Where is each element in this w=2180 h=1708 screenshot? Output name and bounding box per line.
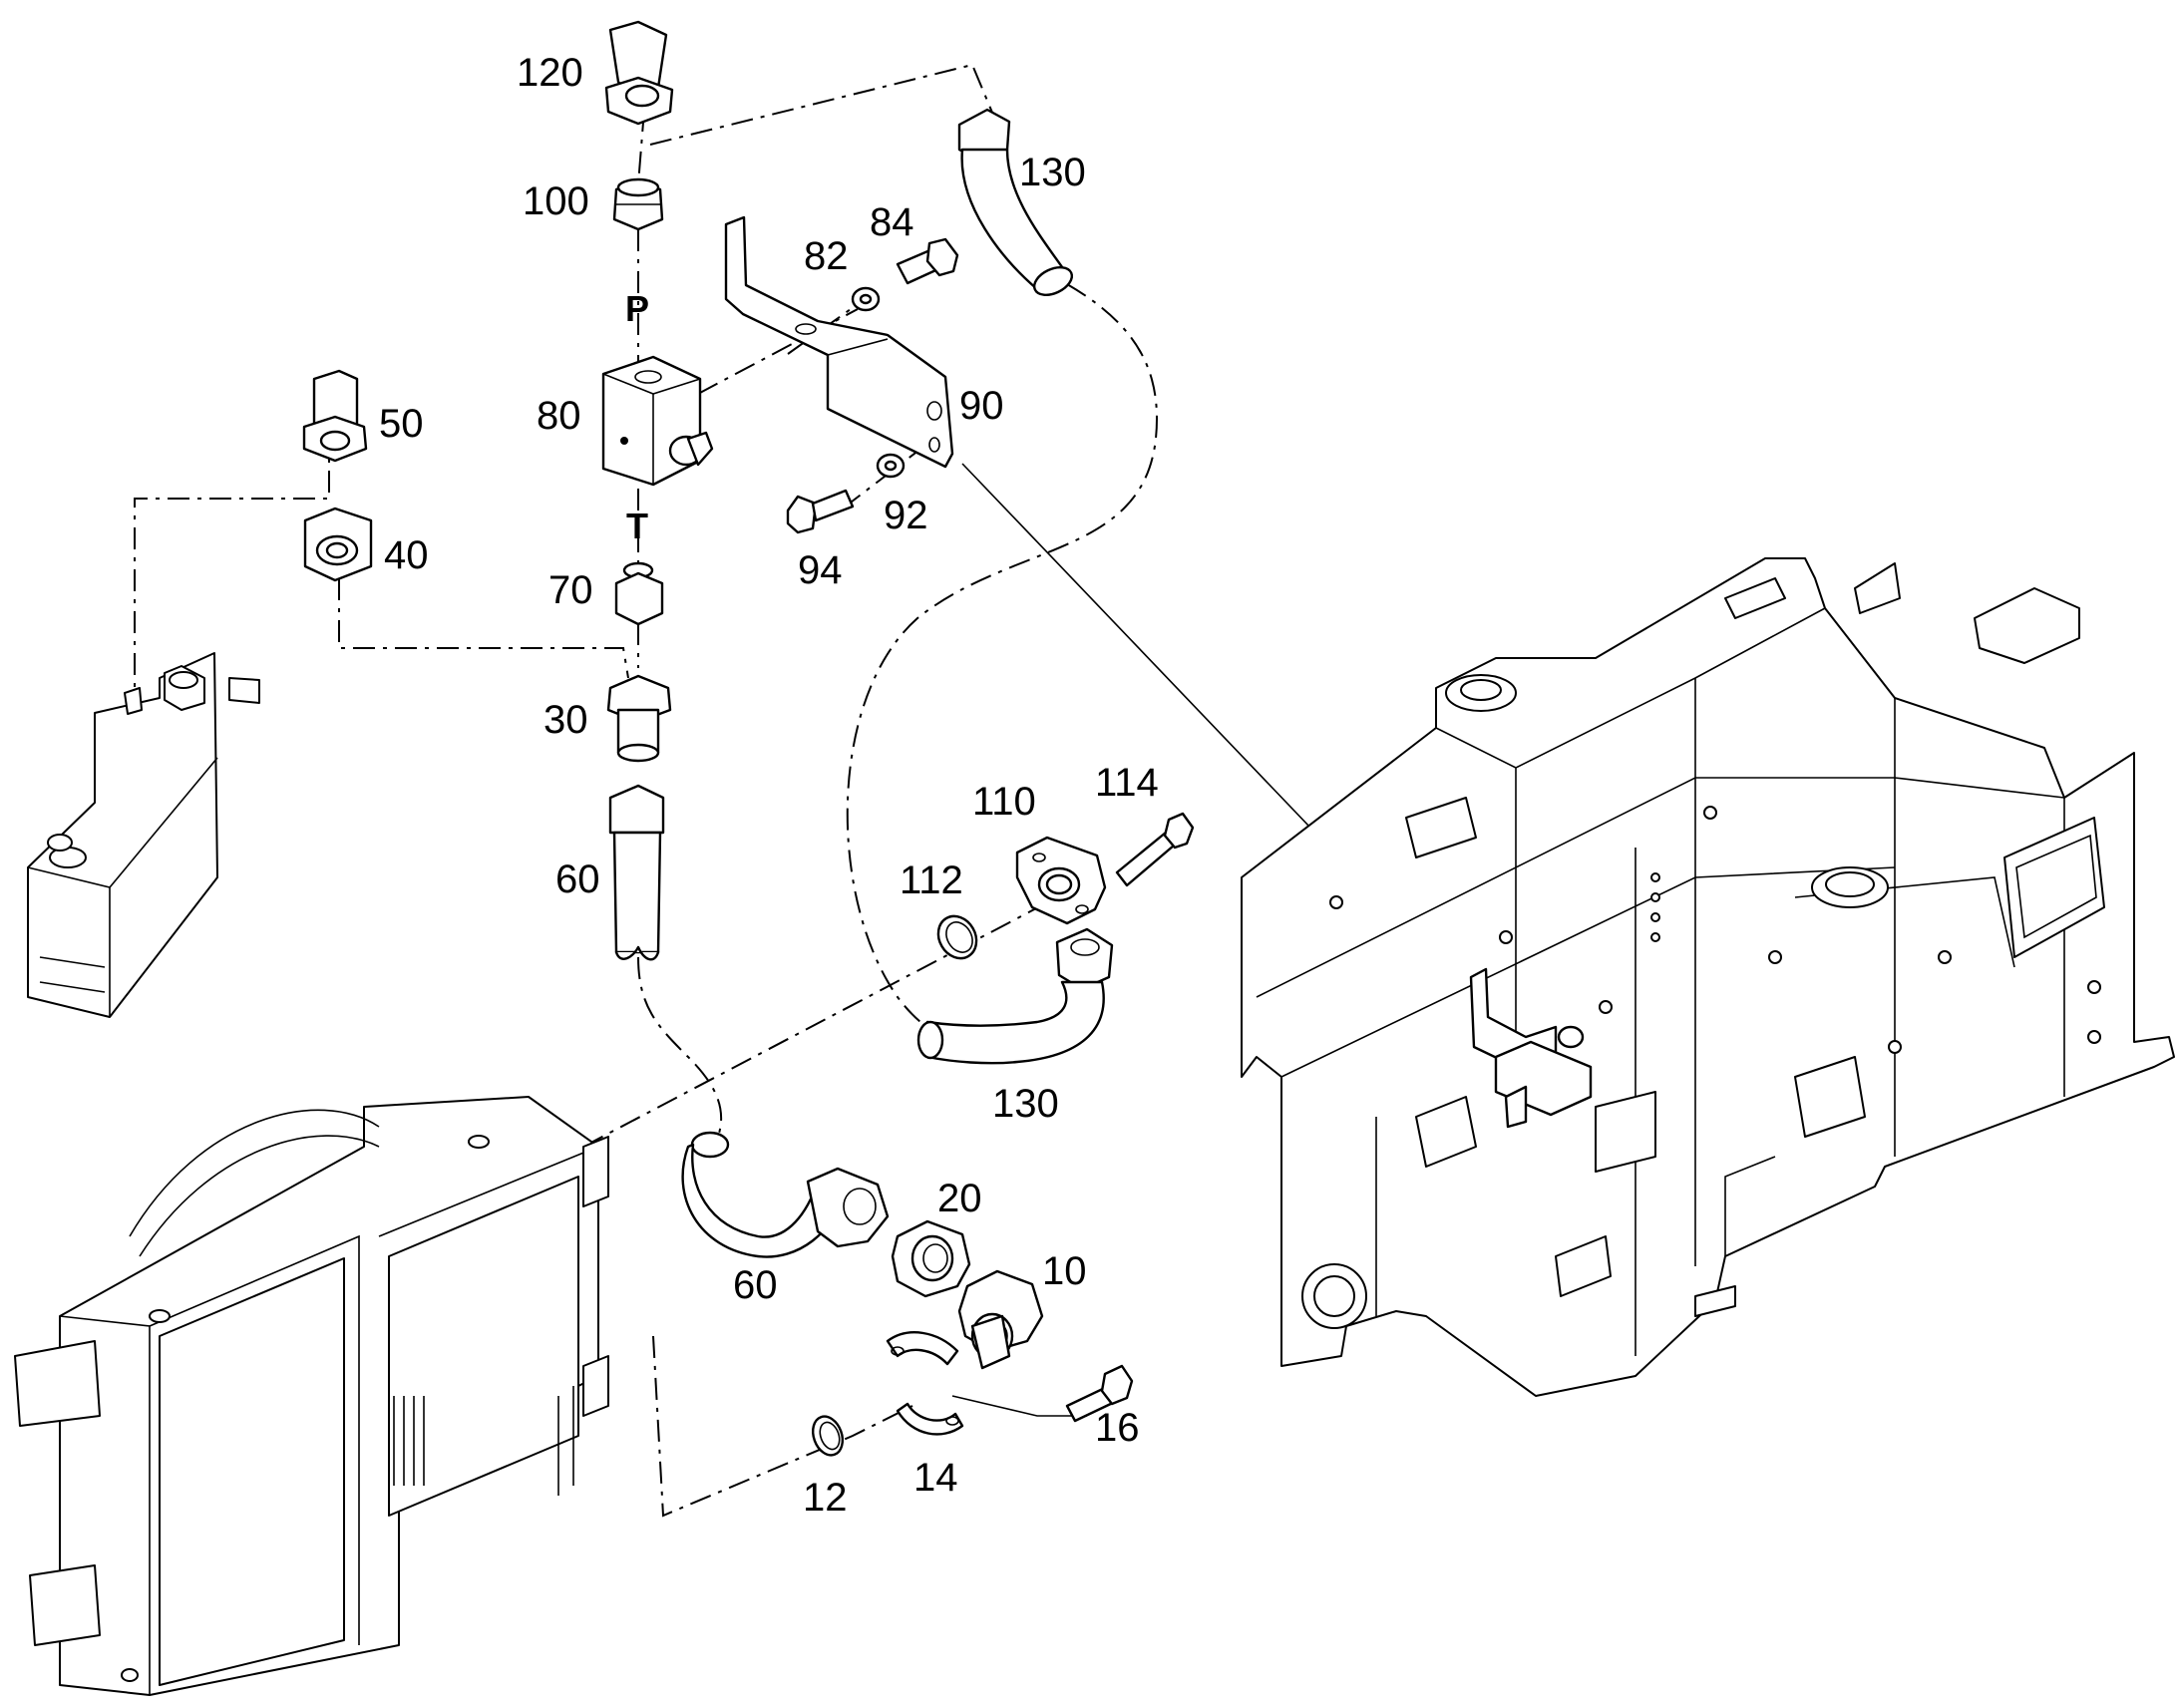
label-112: 112 (900, 858, 963, 902)
centerline-cooler-110 (582, 896, 1058, 1148)
centerline-cooler-12-14 (652, 1335, 913, 1518)
label-60-lower: 60 (733, 1263, 778, 1307)
fitting-50 (302, 369, 368, 463)
label-60-top: 60 (555, 857, 600, 901)
clamp-14 (886, 1331, 964, 1436)
hose-60-upper (608, 784, 665, 961)
label-port-P: P (625, 288, 649, 329)
label-14: 14 (913, 1456, 958, 1500)
bolt-16 (1065, 1364, 1134, 1423)
cooler-fins (393, 1396, 425, 1486)
fitting-30 (606, 674, 672, 763)
hose-130-lower (916, 927, 1114, 1065)
leader-16-clamp (951, 1395, 1087, 1417)
bolt-84 (896, 237, 959, 285)
centerline-120-130 (649, 63, 996, 146)
label-port-T: T (626, 506, 648, 546)
bracket-90 (724, 215, 954, 469)
oil-tank (27, 652, 260, 1018)
fitting-10 (957, 1269, 1044, 1370)
centerline-40-30 (338, 578, 629, 679)
washer-82 (851, 286, 881, 312)
callout-labels: 120 130 100 84 82 P 50 80 90 40 92 T 94 … (379, 51, 1159, 1520)
label-82: 82 (804, 234, 849, 278)
oil-cooler (14, 1096, 609, 1696)
centerline-80-90 (697, 308, 859, 395)
label-130-top: 130 (1019, 151, 1086, 194)
washer-92 (876, 453, 906, 479)
fitting-120 (604, 20, 674, 126)
label-80: 80 (537, 394, 581, 438)
adapter-70 (614, 561, 664, 626)
label-16: 16 (1095, 1406, 1140, 1450)
hose-130-top (957, 108, 1074, 296)
label-90: 90 (959, 384, 1004, 428)
hose-130-route (846, 283, 1159, 1038)
bolt-94 (786, 489, 855, 534)
nut-20 (891, 1219, 971, 1298)
valve-on-frame (1469, 967, 1593, 1129)
label-92: 92 (884, 494, 928, 537)
hose-60-route (637, 956, 723, 1138)
label-40: 40 (384, 533, 429, 577)
label-30: 30 (544, 698, 588, 742)
o-ring-12 (811, 1415, 845, 1457)
flange-110 (1015, 836, 1107, 925)
connection-lines (134, 63, 1507, 1518)
frame-bolts (1329, 806, 2101, 1054)
adapter-100 (612, 177, 664, 231)
label-100: 100 (523, 179, 589, 223)
valve-block-80 (601, 355, 714, 487)
label-120: 120 (517, 51, 583, 95)
hose-60-lower (681, 1131, 890, 1258)
label-130-lower: 130 (992, 1082, 1059, 1126)
label-50: 50 (379, 402, 424, 446)
label-20: 20 (937, 1177, 982, 1220)
label-110: 110 (972, 780, 1036, 824)
label-12: 12 (803, 1476, 848, 1520)
label-10: 10 (1042, 1249, 1087, 1293)
label-70: 70 (548, 568, 593, 612)
o-ring-112 (936, 914, 978, 960)
label-94: 94 (798, 548, 843, 592)
nut-40 (303, 507, 373, 582)
label-114: 114 (1095, 761, 1159, 805)
bolt-114 (1115, 812, 1195, 887)
machine-frame (1241, 557, 2175, 1397)
label-84: 84 (870, 200, 914, 244)
centerline-50-tank (134, 429, 330, 688)
